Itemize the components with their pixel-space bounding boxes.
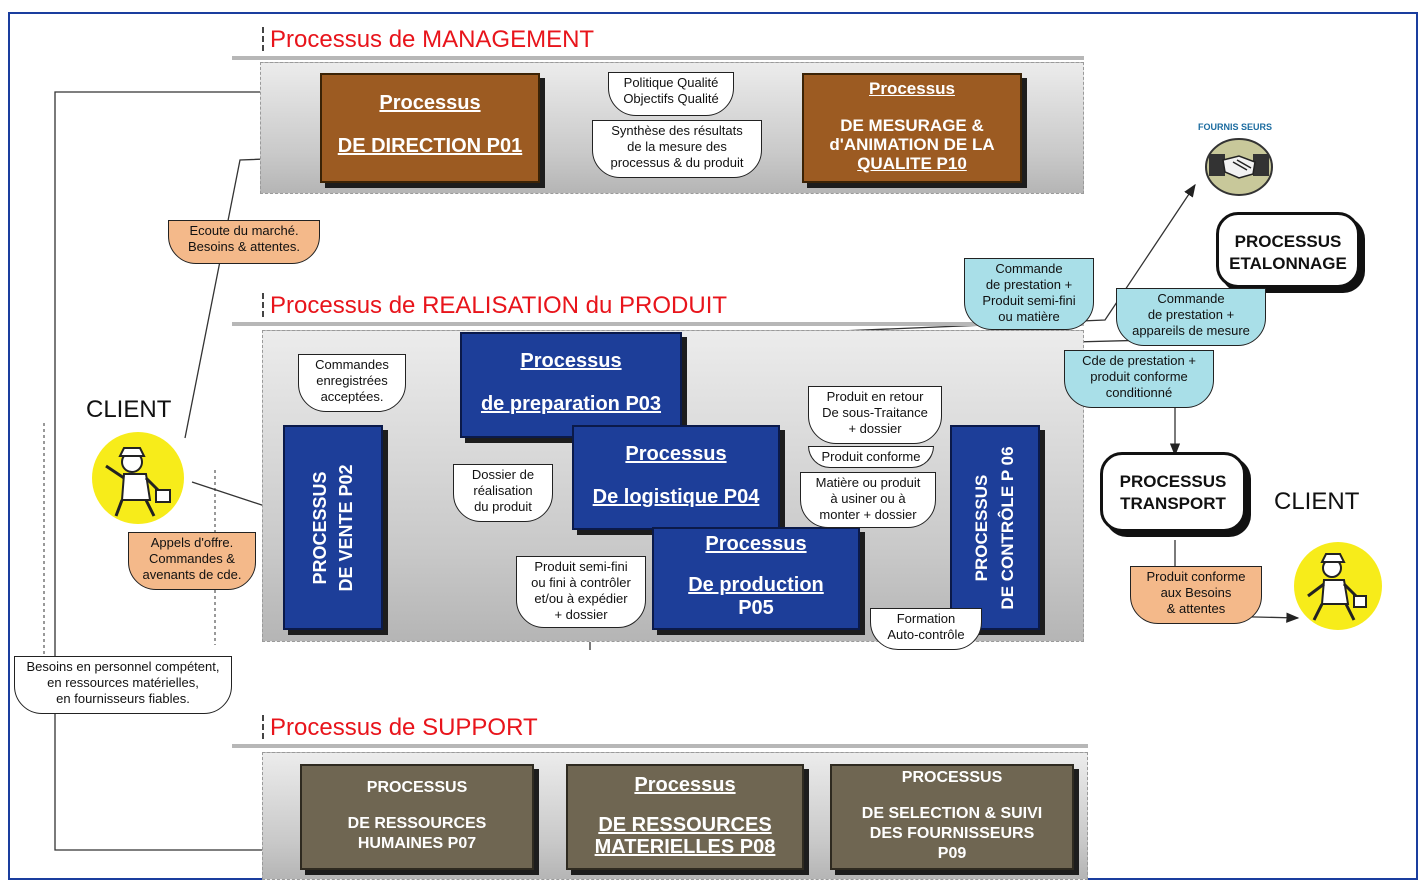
- p06-label: DE CONTRÔLE P 06: [998, 445, 1017, 610]
- note-produit-semi-fini: Produit semi-fini ou fini à contrôler et…: [516, 556, 646, 628]
- p10-label-3: QUALITE P10: [857, 154, 967, 173]
- p03-label: de preparation P03: [480, 393, 662, 415]
- section-title-support: Processus de SUPPORT: [262, 714, 538, 742]
- client-figure-icon: [1292, 540, 1384, 632]
- note-produit-conforme-client: Produit conforme aux Besoins & attentes: [1130, 566, 1262, 624]
- client-figure-icon: [88, 430, 188, 526]
- p03-title: Processus: [520, 350, 622, 372]
- process-p10-box[interactable]: Processus DE MESURAGE & d'ANIMATION DE L…: [802, 73, 1022, 183]
- p05-title: Processus: [705, 533, 807, 555]
- section-title-realisation: Processus de REALISATION du PRODUIT: [262, 292, 727, 320]
- fournisseurs-label: FOURNIS SEURS: [1198, 122, 1273, 132]
- p09-label-3: P09: [937, 845, 967, 862]
- p08-label-2: MATERIELLES P08: [594, 836, 776, 858]
- p01-title: Processus: [379, 92, 481, 114]
- p01-label: DE DIRECTION P01: [337, 135, 523, 157]
- note-politique-qualite: Politique Qualité Objectifs Qualité: [608, 72, 734, 116]
- note-appels-offre: Appels d'offre. Commandes & avenants de …: [128, 532, 256, 590]
- p07-label-1: DE RESSOURCES: [347, 815, 487, 832]
- note-ecoute-marche: Ecoute du marché. Besoins & attentes.: [168, 220, 320, 264]
- p02-label: DE VENTE P02: [336, 463, 356, 592]
- p05-label-2: P05: [738, 597, 774, 619]
- p04-label: De logistique P04: [592, 486, 760, 508]
- p10-title: Processus: [869, 79, 955, 98]
- note-commandes-enregistrees: Commandes enregistrées acceptées.: [298, 354, 406, 412]
- handshake-icon: [1203, 136, 1275, 198]
- p08-label-1: DE RESSOURCES: [598, 814, 772, 836]
- section-title-management: Processus de MANAGEMENT: [262, 26, 594, 54]
- client-left-label: CLIENT: [86, 396, 172, 423]
- p05-label-1: De production: [688, 574, 824, 596]
- band-rule-management: [232, 56, 1084, 60]
- note-produit-conforme: Produit conforme: [808, 446, 934, 468]
- band-rule-support: [232, 744, 1088, 748]
- note-commande-prestation-semi-fini: Commande de prestation + Produit semi-fi…: [964, 258, 1094, 330]
- process-transport-box[interactable]: PROCESSUS TRANSPORT: [1100, 452, 1246, 532]
- note-dossier-realisation: Dossier de réalisation du produit: [453, 464, 553, 522]
- process-p04-box[interactable]: Processus De logistique P04: [572, 425, 780, 530]
- p06-title: PROCESSUS: [972, 474, 991, 581]
- p10-label-1: DE MESURAGE &: [840, 116, 984, 135]
- p07-label-2: HUMAINES P07: [357, 835, 477, 852]
- process-p03-box[interactable]: Processus de preparation P03: [460, 332, 682, 438]
- p09-label-2: DES FOURNISSEURS: [869, 825, 1035, 842]
- note-commande-appareils-mesure: Commande de prestation + appareils de me…: [1116, 288, 1266, 346]
- note-cde-prestation-conditionne: Cde de prestation + produit conforme con…: [1064, 350, 1214, 408]
- p08-title: Processus: [634, 774, 736, 796]
- p07-title: PROCESSUS: [366, 779, 468, 796]
- process-p06-box[interactable]: PROCESSUS DE CONTRÔLE P 06: [950, 425, 1040, 630]
- p09-label-1: DE SELECTION & SUIVI: [861, 805, 1043, 822]
- note-synthese-resultats: Synthèse des résultats de la mesure des …: [592, 120, 762, 178]
- note-besoins-personnel: Besoins en personnel compétent, en resso…: [14, 656, 232, 714]
- p02-title: PROCESSUS: [310, 470, 330, 585]
- process-p05-box[interactable]: Processus De production P05: [652, 527, 860, 630]
- p10-label-2: d'ANIMATION DE LA: [829, 135, 995, 154]
- process-etalonnage-box[interactable]: PROCESSUS ETALONNAGE: [1216, 212, 1360, 288]
- process-p01-box[interactable]: Processus DE DIRECTION P01: [320, 73, 540, 183]
- process-p09-box[interactable]: PROCESSUS DE SELECTION & SUIVI DES FOURN…: [830, 764, 1074, 870]
- note-formation: Formation Auto-contrôle: [870, 608, 982, 650]
- band-rule-realisation: [232, 322, 1084, 326]
- p09-title: PROCESSUS: [901, 769, 1003, 786]
- p04-title: Processus: [625, 443, 727, 465]
- process-p07-box[interactable]: PROCESSUS DE RESSOURCES HUMAINES P07: [300, 764, 534, 870]
- process-p08-box[interactable]: Processus DE RESSOURCES MATERIELLES P08: [566, 764, 804, 870]
- process-p02-box[interactable]: PROCESSUS DE VENTE P02: [283, 425, 383, 630]
- client-right-label: CLIENT: [1274, 488, 1360, 515]
- note-matiere-produit: Matière ou produit à usiner ou à monter …: [800, 472, 936, 528]
- note-produit-retour: Produit en retour De sous-Traitance + do…: [808, 386, 942, 444]
